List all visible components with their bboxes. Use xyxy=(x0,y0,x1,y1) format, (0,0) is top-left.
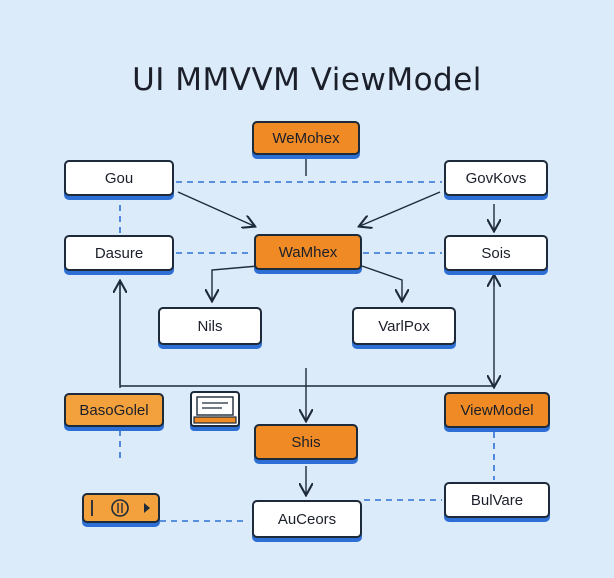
node-center-label: WaMhex xyxy=(278,243,338,261)
node-top-label: WeMohex xyxy=(272,129,340,147)
node-right2-label: Sois xyxy=(481,244,511,262)
node-left2: Dasure xyxy=(64,235,174,271)
node-left2-label: Dasure xyxy=(94,244,144,262)
node-mid-left: Nils xyxy=(158,307,262,345)
node-right1-label: GovKovs xyxy=(465,169,527,187)
node-viewmodel-label: ViewModel xyxy=(460,401,534,419)
node-left1-label: Gou xyxy=(104,169,134,187)
arrow-gou-center xyxy=(177,191,254,226)
node-base-left: BasoGolel xyxy=(64,393,164,427)
arrow-center-nils xyxy=(212,265,259,300)
node-top: WeMohex xyxy=(252,121,360,155)
node-auceors-label: AuCeors xyxy=(277,510,337,528)
node-shis-label: Shis xyxy=(291,433,321,451)
node-auceors: AuCeors xyxy=(252,500,362,538)
node-left1: Gou xyxy=(64,160,174,196)
node-mid-left-label: Nils xyxy=(197,317,223,335)
node-mid-right: VarlPox xyxy=(352,307,456,345)
node-right2: Sois xyxy=(444,235,548,271)
node-base-left-label: BasoGolel xyxy=(79,401,149,419)
media-controls-graphic xyxy=(91,499,150,517)
media-controls-icon xyxy=(82,493,160,523)
node-viewmodel: ViewModel xyxy=(444,392,550,428)
monitor-icon-graphic xyxy=(193,396,237,424)
monitor-icon xyxy=(190,391,240,427)
node-builvare-label: BulVare xyxy=(470,491,524,509)
arrow-right-center xyxy=(360,191,441,226)
node-builvare: BulVare xyxy=(444,482,550,518)
diagram-title: UI MMVVM ViewModel xyxy=(132,62,482,98)
node-right1: GovKovs xyxy=(444,160,548,196)
node-shis: Shis xyxy=(254,424,358,460)
node-center: WaMhex xyxy=(254,234,362,270)
arrow-center-varlpox xyxy=(361,265,402,300)
node-mid-right-label: VarlPox xyxy=(378,317,430,335)
